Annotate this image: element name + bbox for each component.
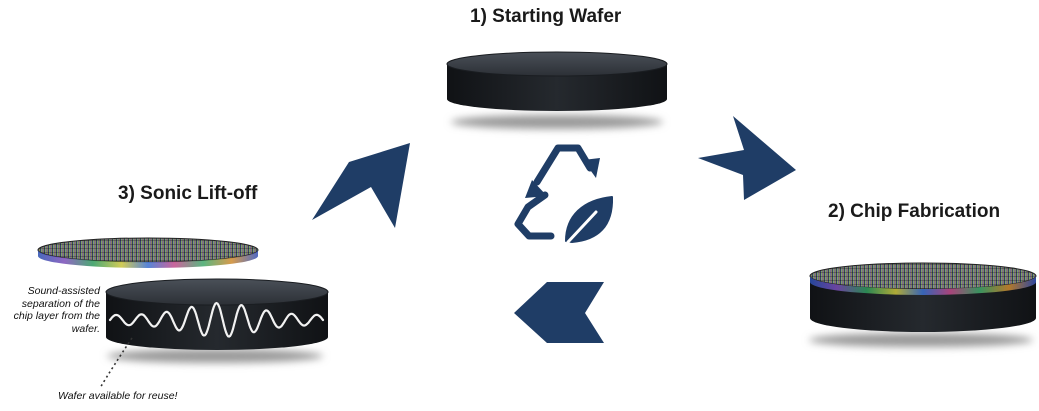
wafer-body [106,292,328,350]
wafer-body [447,64,667,111]
starting-wafer [446,51,668,129]
fabricated-wafer [809,262,1037,347]
chevron-arrow-icon [514,282,604,343]
reuse-leader-line [99,337,133,389]
wafer-shadow [107,349,323,363]
chip-layer [37,237,259,263]
wafer-shadow [451,115,663,129]
wafer-shadow [809,333,1033,347]
sound-wave [108,301,325,338]
sound-assisted-note: Sound-assisted separation of the chip la… [13,285,100,335]
wafer-top [105,278,329,306]
chevron-arrow-icon [698,116,796,200]
chip-layer-edge [38,250,258,268]
chevron-arrow-icon [312,143,410,228]
wafer-top [446,51,668,77]
wafer-reuse-note: Wafer available for reuse! [58,390,178,402]
chip-layer-edge [810,276,1036,295]
recycle-leaf-icon [514,144,614,244]
step-2-title: 2) Chip Fabrication [828,201,1001,222]
step-1-title: 1) Starting Wafer [470,6,622,27]
liftoff-wafer [105,278,329,363]
lifted-chip-layer [37,237,259,268]
step-3-title: 3) Sonic Lift-off [118,183,258,204]
chip-layer [809,262,1037,290]
